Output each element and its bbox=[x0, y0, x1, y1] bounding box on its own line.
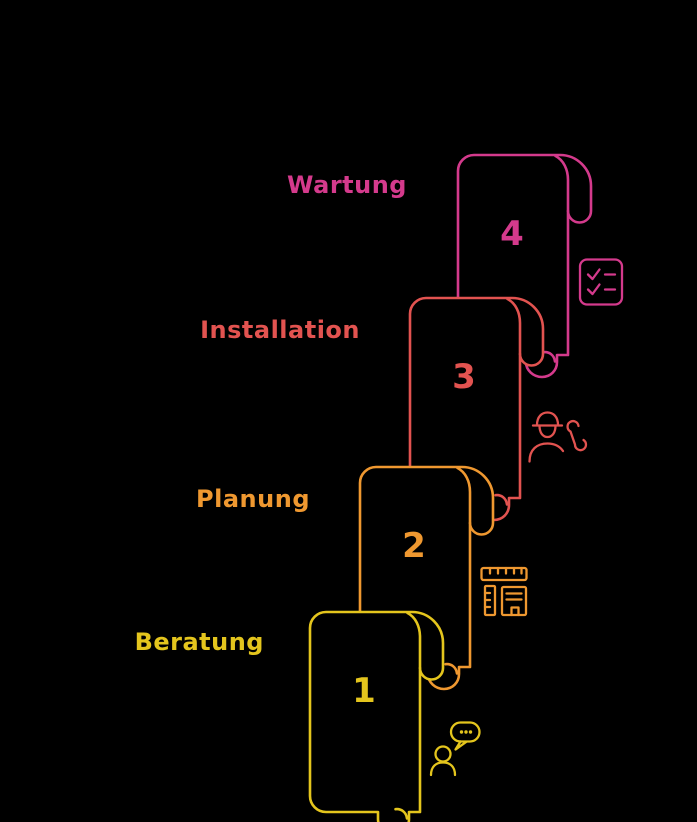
speech-bubble-tail bbox=[454, 740, 468, 751]
wrench-icon bbox=[566, 419, 588, 452]
step-number-1: 1 bbox=[352, 671, 376, 711]
step-label-installation: Installation bbox=[200, 316, 360, 344]
worker-shoulders bbox=[528, 442, 565, 463]
maintenance-checklist-icon bbox=[578, 258, 624, 306]
bubble-dot-1 bbox=[459, 730, 464, 734]
consultation-chat-icon bbox=[429, 721, 481, 777]
check-mark-2 bbox=[586, 283, 601, 296]
building-windows bbox=[505, 592, 523, 601]
step-number-4: 4 bbox=[500, 214, 524, 254]
step-scroll-1 bbox=[308, 610, 445, 822]
check-mark-1 bbox=[586, 268, 601, 281]
installation-worker-wrench-icon bbox=[528, 411, 588, 463]
step-number-2: 2 bbox=[402, 526, 426, 566]
step-label-beratung: Beratung bbox=[135, 628, 264, 656]
checklist-board bbox=[578, 258, 624, 306]
worker-face bbox=[538, 424, 557, 439]
person-shoulders bbox=[429, 761, 457, 777]
bubble-dot-3 bbox=[468, 730, 473, 734]
ruler-body bbox=[480, 566, 528, 582]
step-number-3: 3 bbox=[452, 357, 476, 397]
step-label-planung: Planung bbox=[196, 485, 310, 513]
building-door bbox=[510, 606, 520, 617]
step-label-wartung: Wartung bbox=[287, 171, 407, 199]
ruler-ticks bbox=[488, 566, 523, 575]
building-body bbox=[500, 585, 528, 617]
person-head bbox=[434, 745, 452, 763]
hard-hat-dome bbox=[535, 411, 560, 427]
planning-ruler-building-icon bbox=[480, 566, 528, 617]
bubble-dot-2 bbox=[464, 730, 468, 734]
vertical-ruler-ticks bbox=[483, 591, 492, 609]
